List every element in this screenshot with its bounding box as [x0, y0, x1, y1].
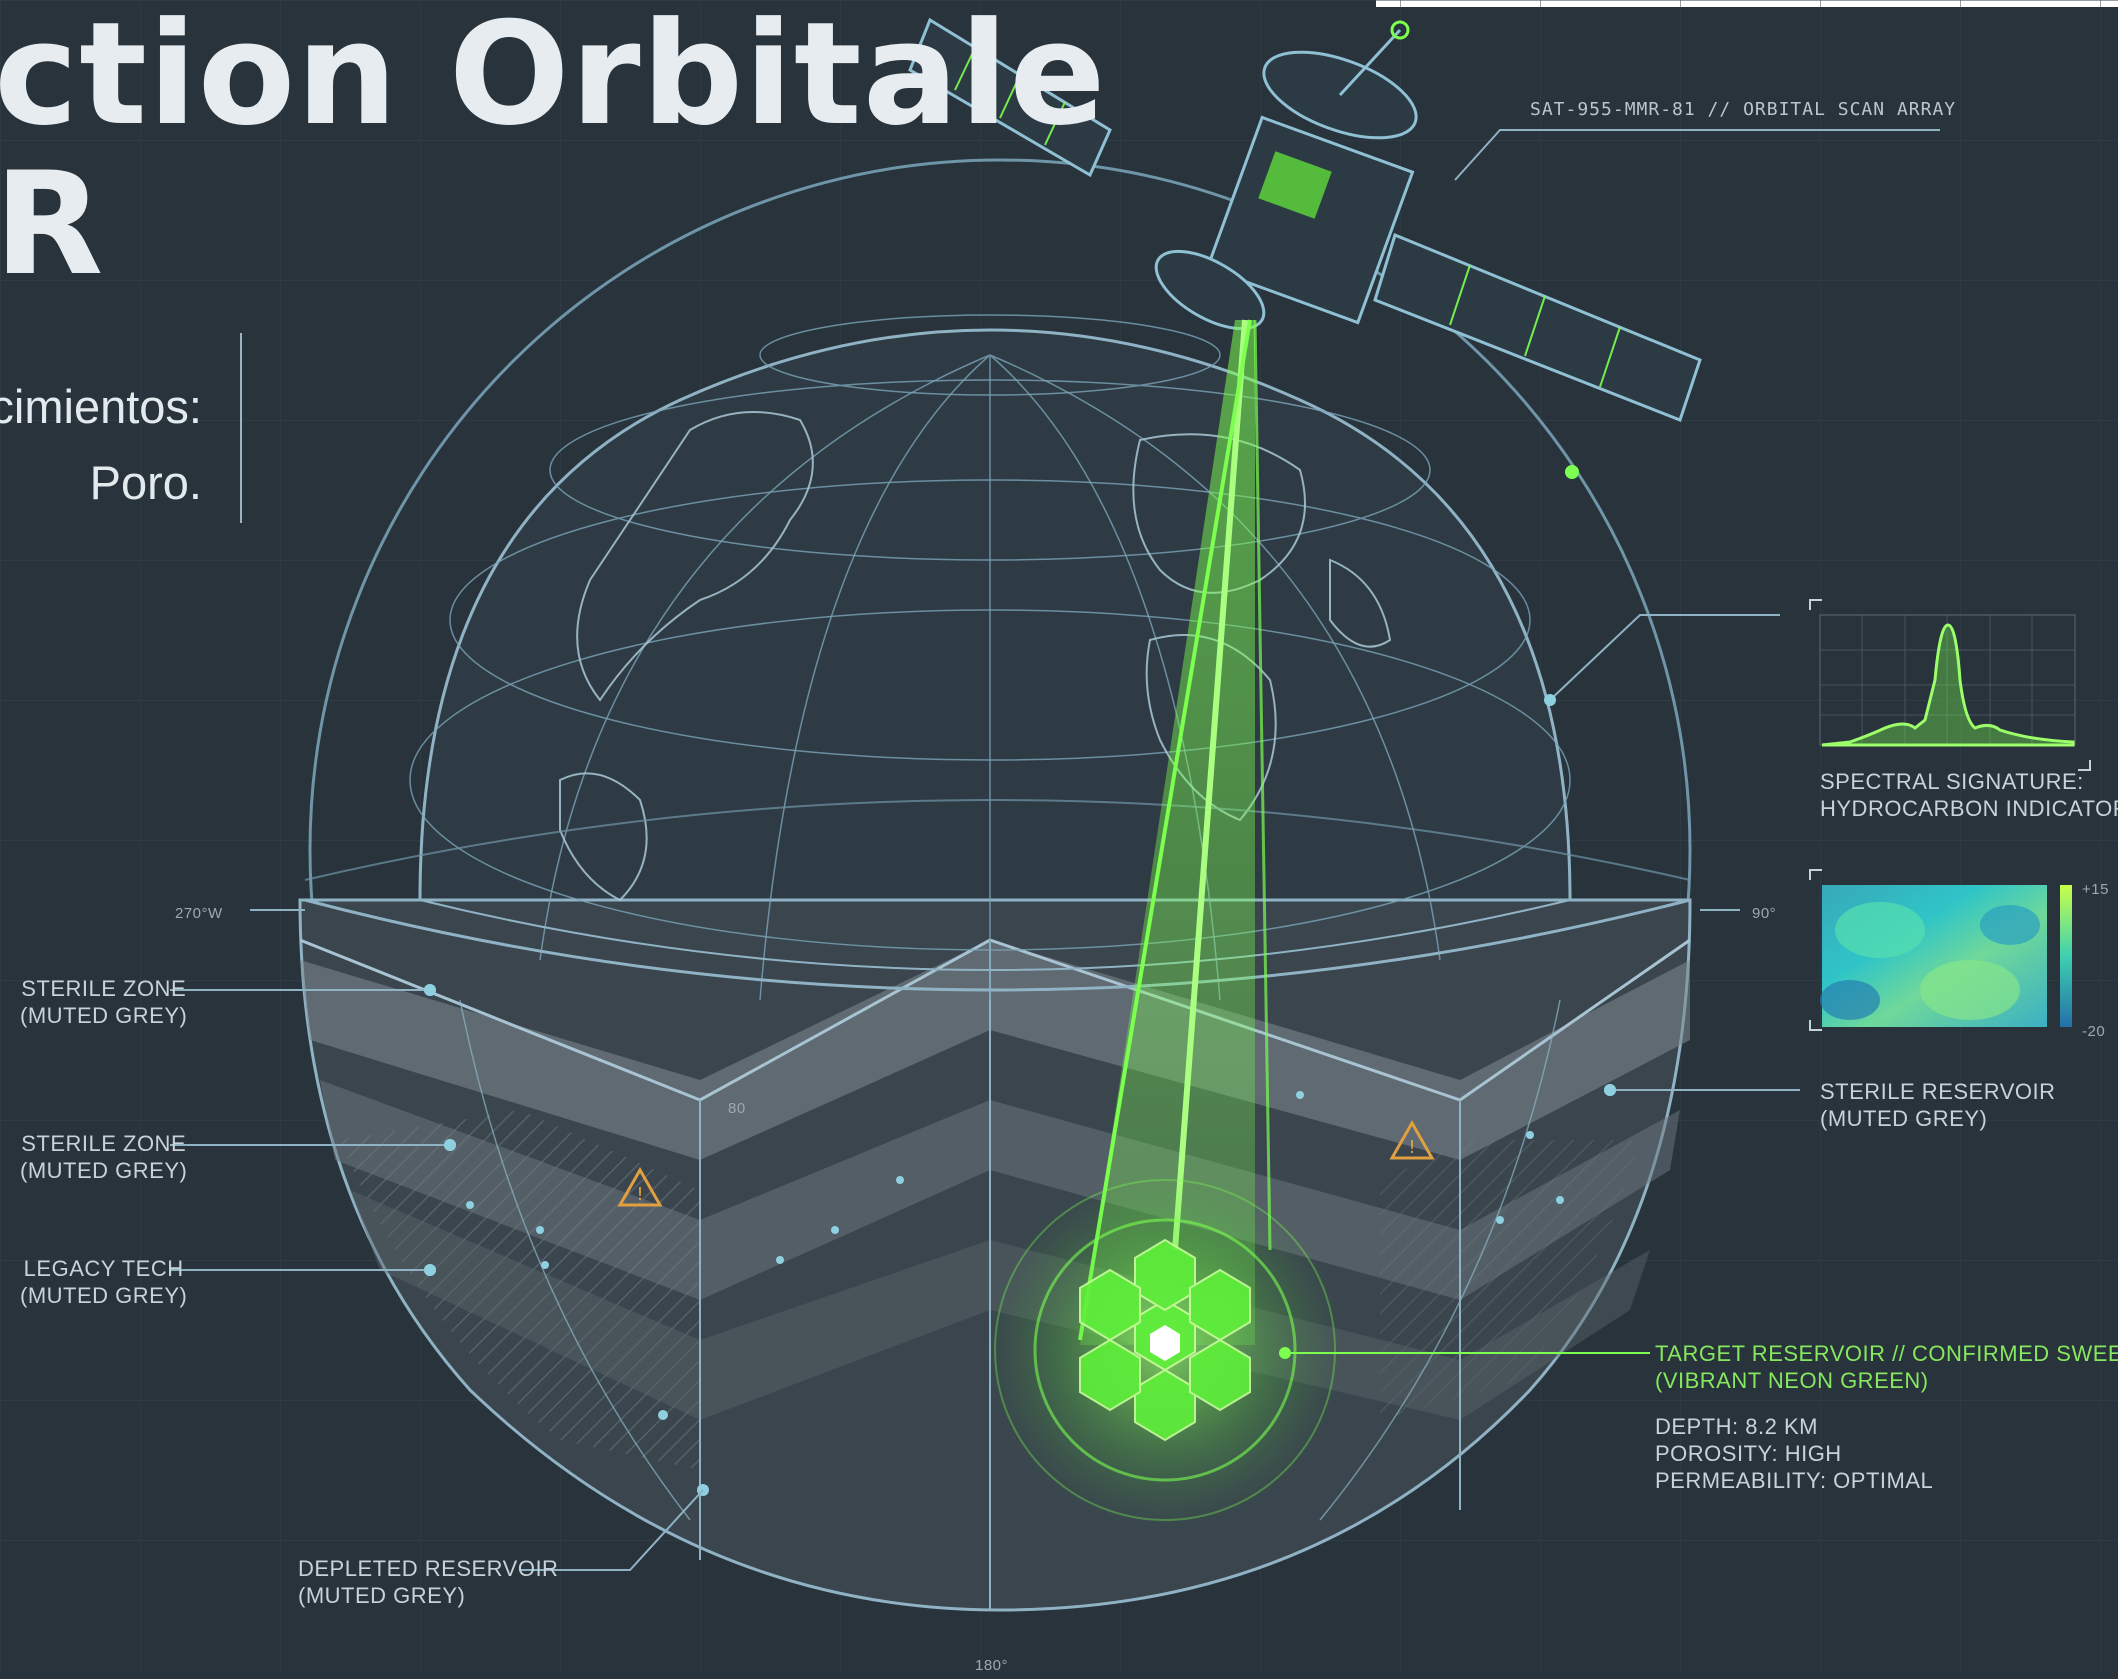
page-title: ction Orbitale R [0, 4, 1107, 296]
subtitle-line-1: cimientos: [0, 380, 202, 433]
heatmap-icon [1809, 869, 2072, 1031]
legacy-tech-label: LEGACY TECH (MUTED GREY) [20, 1256, 188, 1308]
longitude-label-right: 90° [1752, 905, 1777, 922]
leader-lines [170, 129, 1940, 1571]
reservoir-properties: DEPTH: 8.2 KM POROSITY: HIGH PERMEABILIT… [1655, 1413, 1933, 1494]
title-line-1: ction Orbitale [0, 0, 1107, 157]
porosity-value: POROSITY: HIGH [1655, 1441, 1842, 1466]
longitude-label-bottom: 180° [975, 1657, 1009, 1674]
title-line-2: R [0, 142, 105, 307]
sterile-zone-label-2: STERILE ZONE (MUTED GREY) [20, 1131, 188, 1183]
sterile-band-1 [300, 940, 1690, 1160]
warning-icon: ! [617, 1166, 663, 1207]
spectral-chart-icon [1809, 599, 2091, 771]
heatmap-scale-min: -20 [2082, 1023, 2106, 1040]
warning-icon: ! [1389, 1119, 1435, 1160]
sterile-zone-label-1: STERILE ZONE (MUTED GREY) [20, 976, 188, 1028]
cut-edge-label: 80 [728, 1100, 746, 1117]
subsurface-bowl [298, 898, 1692, 1612]
target-reservoir-label: TARGET RESERVOIR // CONFIRMED SWEET SPOT… [1655, 1341, 2118, 1393]
subtitle-line-2: Poro. [89, 456, 202, 509]
depleted-reservoir-label: DEPLETED RESERVOIR (MUTED GREY) [298, 1556, 559, 1608]
scan-beam [1078, 319, 1272, 1345]
satellite-label: SAT-955-MMR-81 // ORBITAL SCAN ARRAY [1530, 99, 1957, 120]
sterile-reservoir-label: STERILE RESERVOIR (MUTED GREY) [1820, 1079, 2056, 1131]
permeability-value: PERMEABILITY: OPTIMAL [1655, 1468, 1934, 1493]
depth-value: DEPTH: 8.2 KM [1655, 1414, 1818, 1439]
target-reservoir [985, 1170, 1345, 1530]
sterile-band-2 [320, 1080, 1680, 1300]
svg-text:!: ! [636, 1184, 643, 1205]
svg-text:!: ! [1408, 1137, 1415, 1158]
spectral-signature-label: SPECTRAL SIGNATURE: HYDROCARBON INDICATO… [1820, 769, 2118, 821]
longitude-label-left: 270°W [175, 905, 223, 922]
subtitle-box: cimientos: Poro. [0, 333, 242, 523]
heatmap-scale-max: +15 [2082, 881, 2109, 898]
satellite-icon [908, 17, 1702, 479]
